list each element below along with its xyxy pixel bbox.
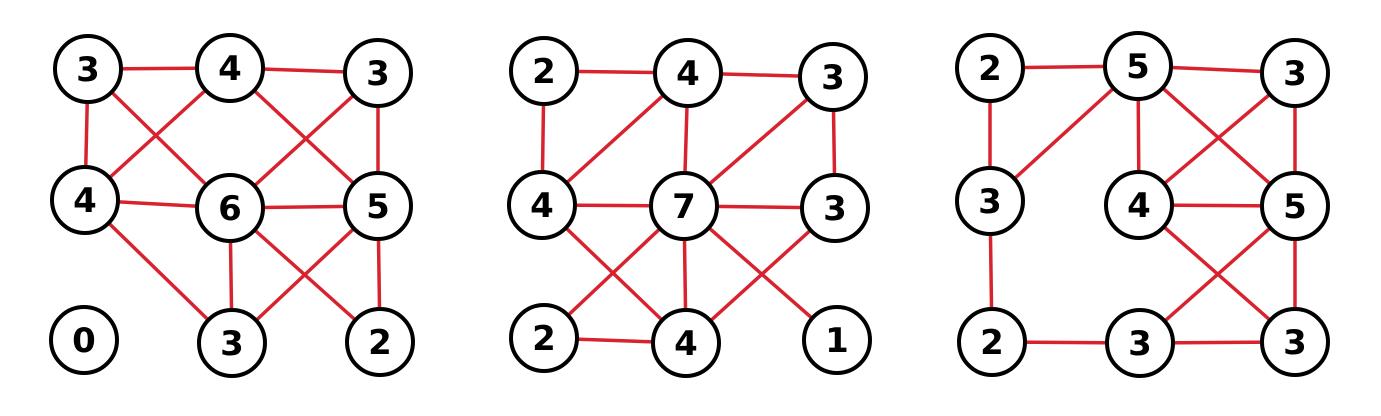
node-circle — [197, 308, 267, 378]
graph-a-node-a2: 4 — [195, 33, 265, 103]
graph-a-node-a3: 3 — [343, 38, 413, 108]
graph-c-node-c5: 4 — [1104, 170, 1174, 240]
node-circle — [50, 165, 120, 235]
graph-c-node-c9: 3 — [1260, 307, 1330, 377]
graph-b-node-b9: 1 — [802, 305, 872, 375]
node-label: 3 — [823, 189, 847, 229]
node-label: 7 — [672, 187, 696, 227]
node-circle — [1260, 38, 1330, 108]
graph-a-node-a5: 6 — [195, 173, 265, 243]
graph-c-node-c4: 3 — [955, 166, 1025, 236]
node-circle — [651, 308, 721, 378]
node-circle — [1104, 170, 1174, 240]
nodes-layer: 3 4 3 4 6 5 0 3 2 2 4 3 4 7 3 2 4 1 2 5 3 3 4 5 2 3 3 — [49, 31, 1330, 378]
graph-a-node-a7: 0 — [49, 305, 119, 375]
node-label: 5 — [1126, 47, 1150, 87]
graph-a-node-a6: 5 — [343, 171, 413, 241]
node-label: 3 — [821, 58, 845, 98]
graph-b-node-b7: 2 — [509, 303, 579, 373]
node-label: 1 — [825, 321, 849, 361]
graph-b-node-b6: 3 — [800, 173, 870, 243]
graph-b-node-b5: 7 — [649, 171, 719, 241]
node-label: 2 — [978, 49, 1002, 89]
graph-a-node-a9: 2 — [345, 307, 415, 377]
node-label: 2 — [368, 323, 392, 363]
node-circle — [955, 33, 1025, 103]
node-circle — [800, 173, 870, 243]
node-circle — [798, 42, 868, 112]
node-circle — [1105, 308, 1175, 378]
graph-a-node-a1: 3 — [53, 34, 123, 104]
node-label: 3 — [1283, 54, 1307, 94]
graph-c-node-c6: 5 — [1260, 171, 1330, 241]
node-label: 4 — [1127, 186, 1151, 226]
node-circle — [195, 173, 265, 243]
node-circle — [1260, 307, 1330, 377]
node-circle — [1103, 31, 1173, 101]
graph-c-node-c8: 3 — [1105, 308, 1175, 378]
node-circle — [802, 305, 872, 375]
node-label: 4 — [73, 181, 97, 221]
node-label: 3 — [1283, 323, 1307, 363]
node-label: 2 — [980, 323, 1004, 363]
node-label: 5 — [366, 187, 390, 227]
node-label: 5 — [1283, 187, 1307, 227]
node-circle — [49, 305, 119, 375]
node-label: 3 — [1128, 324, 1152, 364]
node-label: 2 — [532, 319, 556, 359]
node-circle — [343, 171, 413, 241]
node-label: 3 — [220, 324, 244, 364]
graph-c-node-c2: 5 — [1103, 31, 1173, 101]
node-circle — [195, 33, 265, 103]
node-circle — [343, 38, 413, 108]
node-label: 4 — [530, 186, 554, 226]
graph-c-node-c7: 2 — [957, 307, 1027, 377]
graph-b-node-b1: 2 — [509, 36, 579, 106]
node-label: 6 — [218, 189, 242, 229]
node-label: 3 — [76, 50, 100, 90]
node-circle — [53, 34, 123, 104]
graph-c-edge-c2-c6 — [1136, 64, 1297, 208]
graph-a-node-a4: 4 — [50, 165, 120, 235]
node-circle — [509, 36, 579, 106]
node-label: 3 — [978, 182, 1002, 222]
node-circle — [649, 171, 719, 241]
node-label: 0 — [72, 321, 96, 361]
graph-b-node-b2: 4 — [653, 38, 723, 108]
graph-a-node-a8: 3 — [197, 308, 267, 378]
graph-b-node-b3: 3 — [798, 42, 868, 112]
node-circle — [507, 170, 577, 240]
graph-b-node-b8: 4 — [651, 308, 721, 378]
node-circle — [1260, 171, 1330, 241]
node-label: 4 — [674, 324, 698, 364]
node-circle — [957, 307, 1027, 377]
graph-b-node-b4: 4 — [507, 170, 577, 240]
node-label: 2 — [532, 52, 556, 92]
node-circle — [653, 38, 723, 108]
node-label: 4 — [676, 54, 700, 94]
node-label: 3 — [366, 54, 390, 94]
node-circle — [509, 303, 579, 373]
node-label: 4 — [218, 49, 242, 89]
node-circle — [345, 307, 415, 377]
graph-c-node-c3: 3 — [1260, 38, 1330, 108]
node-circle — [955, 166, 1025, 236]
graph-c-node-c1: 2 — [955, 33, 1025, 103]
